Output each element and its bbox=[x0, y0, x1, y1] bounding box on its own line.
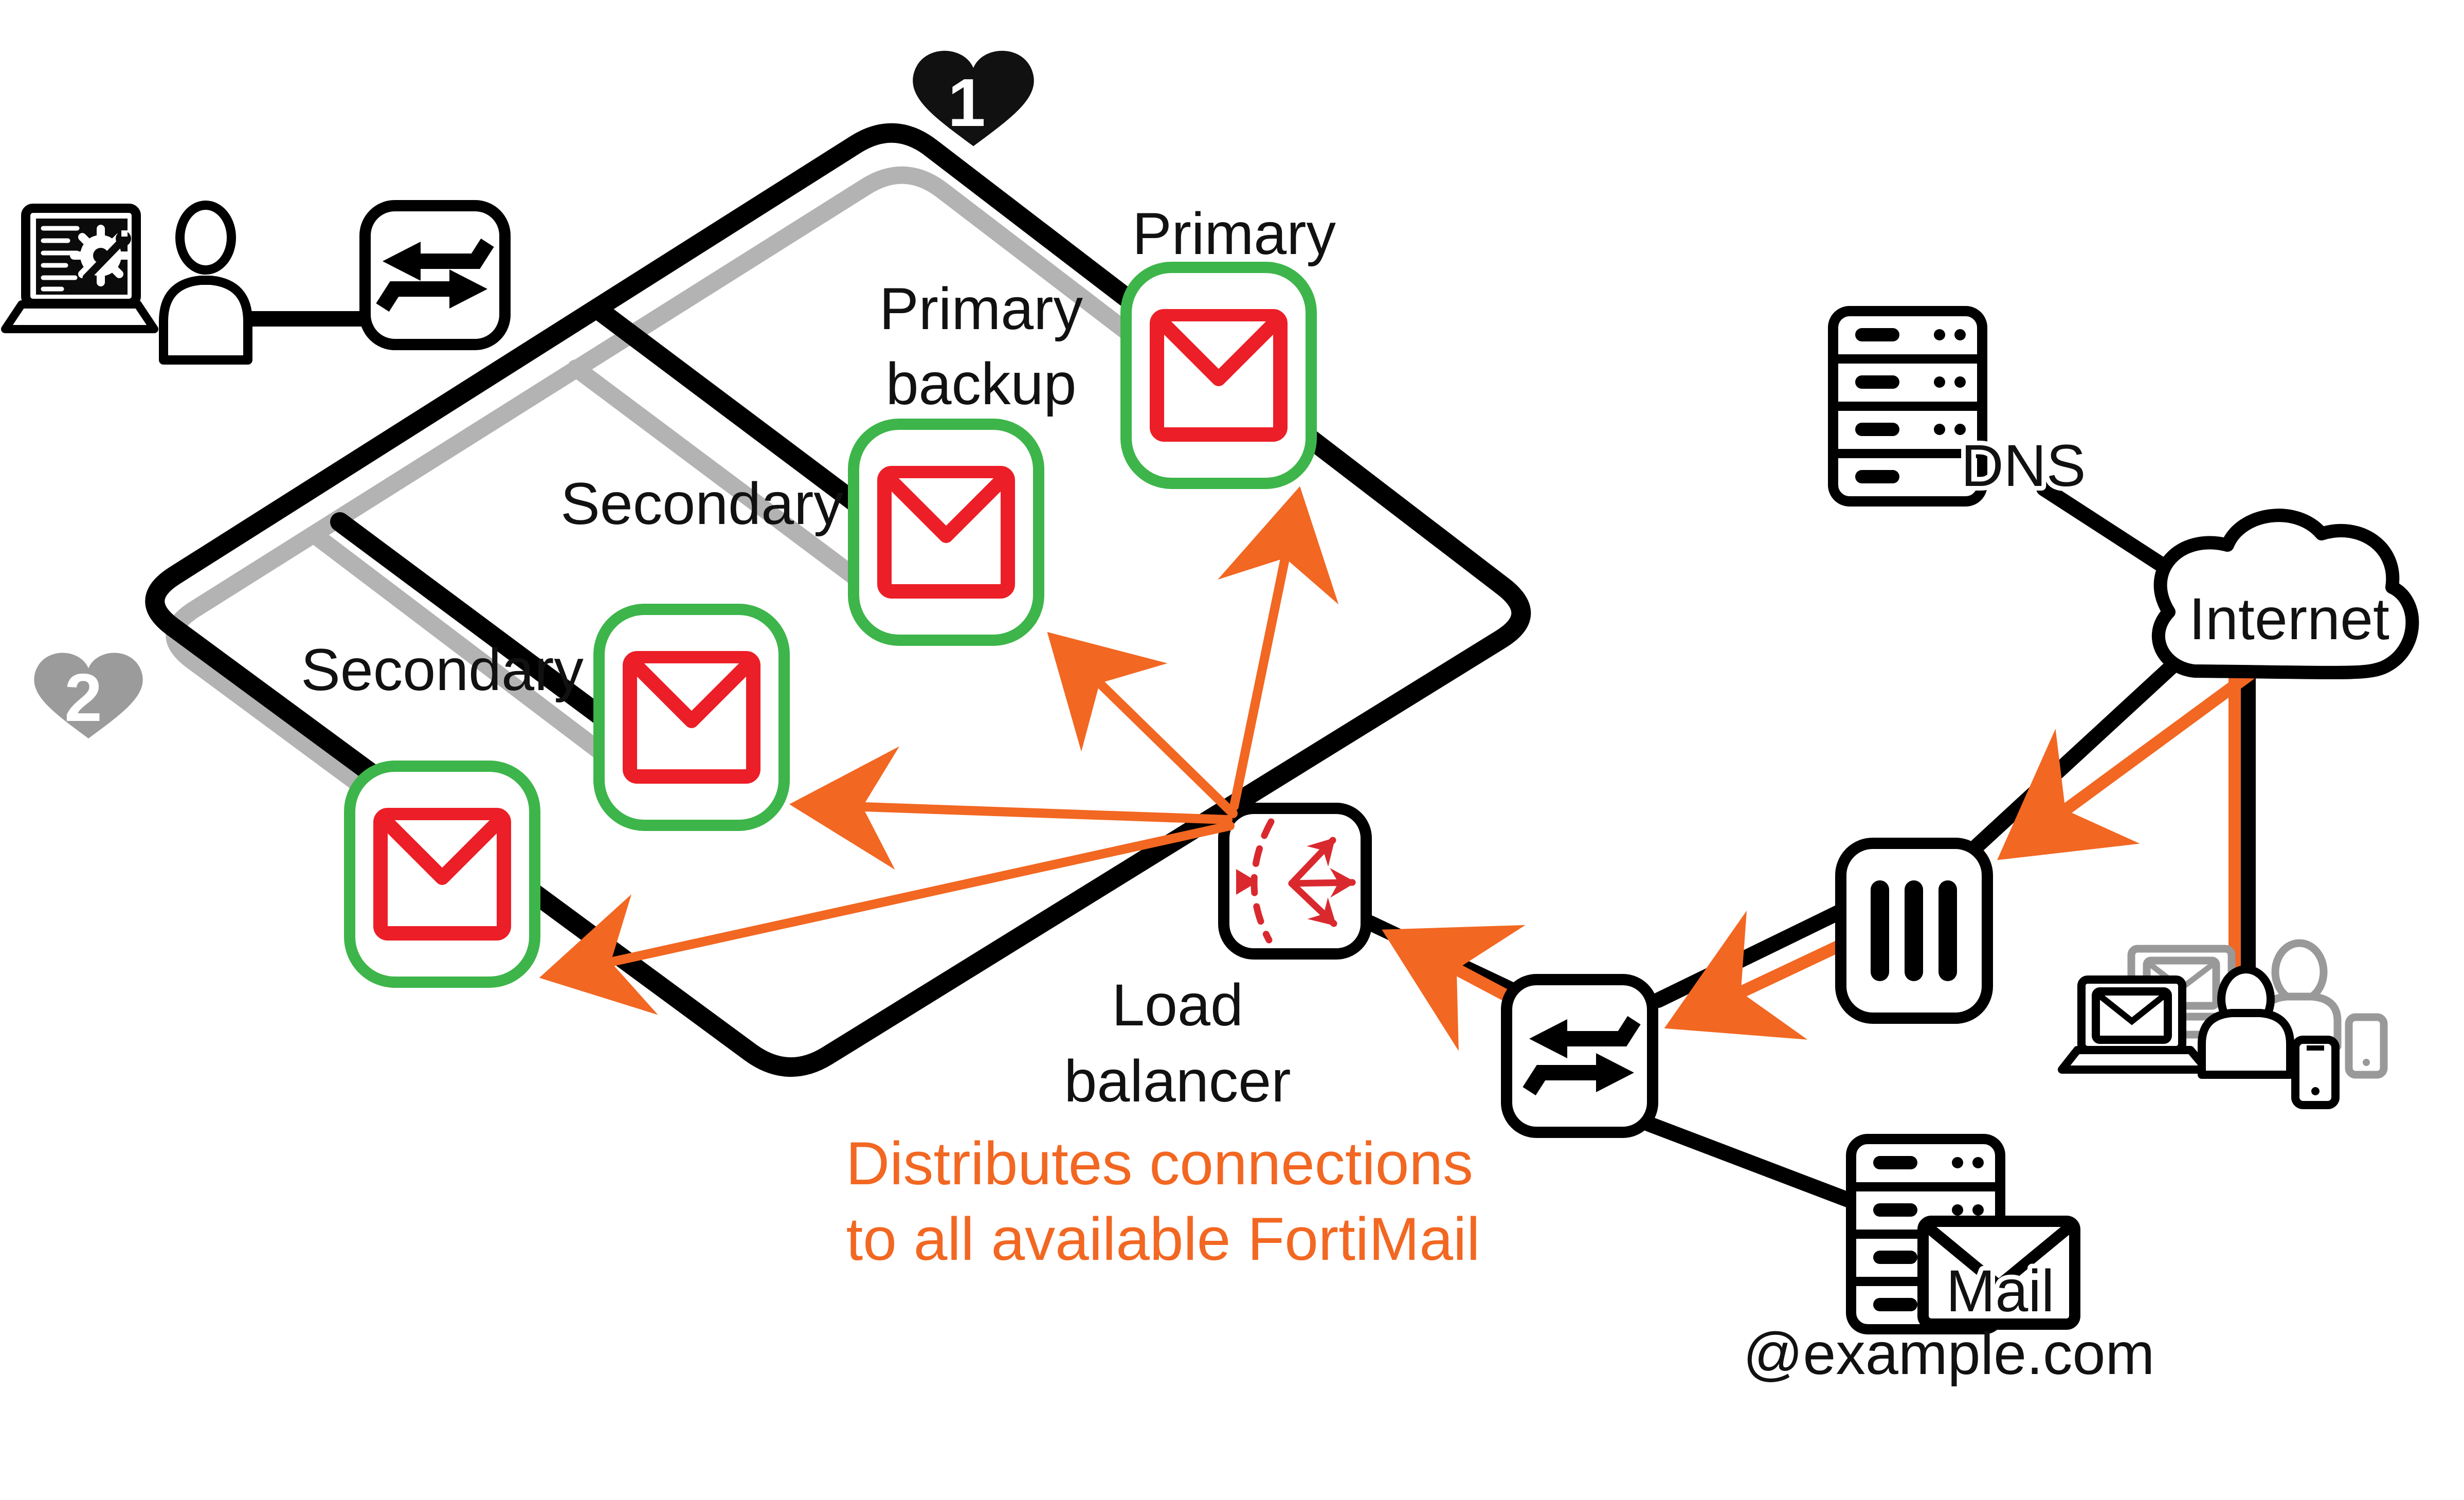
mail-envelope-icon bbox=[877, 466, 1015, 599]
mail-label: Mail bbox=[1946, 1258, 2055, 1324]
arrow-switch-to-loadbalancer bbox=[1382, 925, 1526, 1051]
internet-label: Internet bbox=[2189, 586, 2389, 652]
firewall-icon bbox=[1835, 838, 1993, 1024]
fan-arrow-to-secondary-lower bbox=[539, 821, 1235, 1015]
fortimail-secondary-upper-icon bbox=[593, 604, 790, 831]
user-person-black-icon bbox=[2198, 965, 2294, 1079]
users-group bbox=[2058, 939, 2388, 1109]
ha-ring-secondary bbox=[166, 166, 1176, 820]
user-laptop-black-icon bbox=[2058, 975, 2211, 1074]
arrow-internet-to-firewall bbox=[1997, 660, 2268, 860]
fan-arrow-to-secondary-upper bbox=[789, 746, 1233, 870]
edge-switch-icon bbox=[1501, 974, 1658, 1138]
admin-laptop-icon bbox=[1, 204, 158, 333]
mail-server-icon: Mail @example.com bbox=[1743, 1134, 2155, 1387]
primary-backup-label-line1: Primary bbox=[879, 276, 1083, 342]
fortimail-secondary-lower-icon bbox=[344, 761, 540, 988]
primary-label: Primary bbox=[1132, 201, 1336, 267]
lb-distribute-arrows bbox=[1288, 837, 1356, 927]
user-phone-black-icon bbox=[2291, 1036, 2340, 1109]
mail-envelope-icon bbox=[1917, 1216, 2080, 1330]
fan-arrow-to-primary bbox=[1218, 486, 1339, 811]
ring1-branch-primary-backup bbox=[592, 303, 884, 527]
heartbeat-1-icon: 1 bbox=[913, 50, 1034, 147]
caption-line2: to all available FortiMail bbox=[846, 1205, 1480, 1273]
admin-switch-icon bbox=[359, 200, 511, 350]
fortimail-primary-backup-icon bbox=[848, 419, 1044, 646]
secondary-lower-label: Secondary bbox=[301, 637, 584, 703]
fortimail-primary-icon bbox=[1120, 262, 1317, 489]
heartbeat-2-icon: 2 bbox=[34, 653, 143, 738]
switch-arrows-glyph bbox=[1523, 1016, 1641, 1096]
fan-arrow-to-primary-backup bbox=[1047, 632, 1238, 818]
lb-in-arrow bbox=[1236, 869, 1258, 895]
mail-envelope-icon bbox=[623, 651, 760, 784]
mail-envelope-icon bbox=[373, 808, 511, 941]
admin-user-icon bbox=[159, 201, 252, 365]
mail-envelope-icon bbox=[1150, 309, 1288, 442]
load-balancer-fan-arrows bbox=[539, 486, 1339, 1015]
heartbeat-2-number: 2 bbox=[64, 660, 102, 735]
heartbeat-1-number: 1 bbox=[948, 65, 985, 140]
mail-domain-label: @example.com bbox=[1743, 1321, 2155, 1387]
ring2-branch-primary-backup bbox=[567, 359, 883, 600]
switch-arrows-glyph bbox=[376, 238, 494, 312]
secondary-upper-label: Secondary bbox=[560, 471, 843, 537]
ha-ring-primary bbox=[145, 123, 1531, 1077]
load-balancer-label-line2: balancer bbox=[1064, 1049, 1291, 1114]
ring2-branch-secondary bbox=[305, 526, 628, 775]
load-balancer-label-line1: Load bbox=[1112, 972, 1243, 1038]
wrench-icon bbox=[82, 230, 131, 282]
caption-line1: Distributes connections bbox=[846, 1130, 1473, 1198]
primary-backup-label-line2: backup bbox=[886, 351, 1077, 417]
dns-label: DNS bbox=[1961, 433, 2086, 499]
switch-mailserver-line bbox=[1640, 1116, 1872, 1214]
internet-cloud-icon: Internet bbox=[2152, 509, 2419, 679]
ring1-branch-secondary bbox=[330, 512, 629, 740]
dns-server-icon bbox=[1828, 306, 1987, 507]
user-phone-gray-icon bbox=[2345, 1013, 2388, 1079]
load-balancer-icon bbox=[1218, 803, 1372, 960]
